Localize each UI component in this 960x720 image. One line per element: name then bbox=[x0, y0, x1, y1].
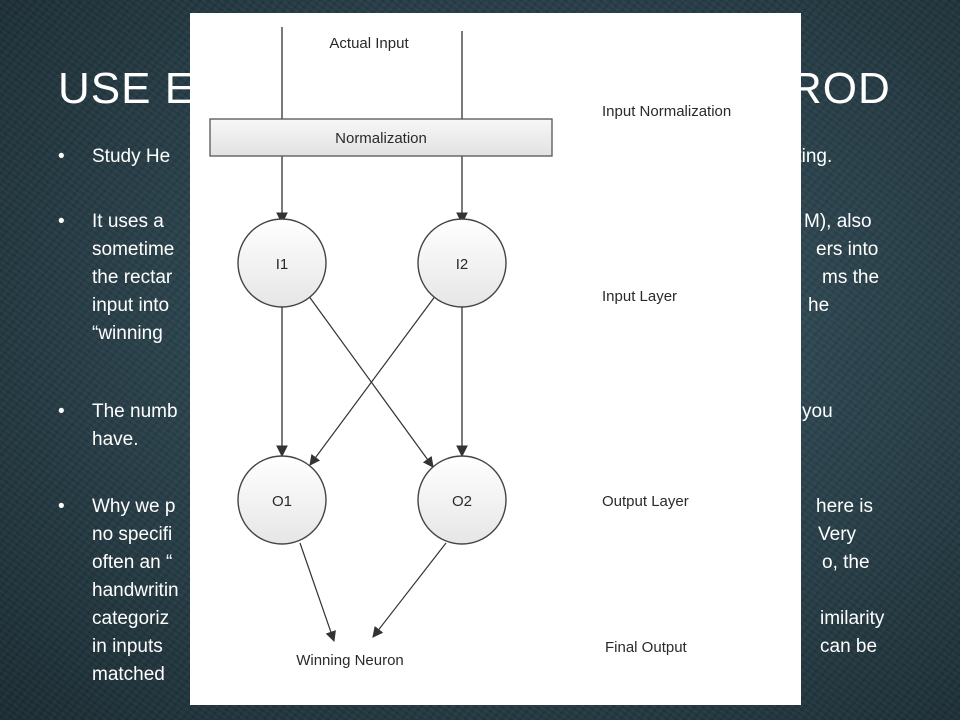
connection-i1-o2 bbox=[307, 294, 434, 468]
bullet-text-line: ms the bbox=[822, 267, 880, 288]
bullet-text-line: sometime bbox=[92, 239, 175, 260]
bullet-text-line: Study He bbox=[92, 146, 171, 167]
bullet-text-line: It uses a bbox=[92, 211, 164, 232]
bullet-text-line: you bbox=[802, 401, 833, 422]
bullet-text-line: input into bbox=[92, 295, 170, 316]
bullet-text-line: here is bbox=[816, 496, 874, 517]
bullet-text-line: he bbox=[808, 295, 830, 316]
bullet-dot: • bbox=[58, 496, 65, 517]
bullet-text-line: have. bbox=[92, 429, 139, 450]
bullet-text-line: M), also bbox=[804, 211, 872, 232]
network-diagram: Actual Input Normalization I1 I2 O1 O2 W… bbox=[190, 13, 801, 705]
neuron-i1-label: I1 bbox=[276, 256, 289, 273]
network-diagram-svg: Actual Input Normalization I1 I2 O1 O2 W… bbox=[209, 27, 731, 669]
bullet-text-line: “winning bbox=[92, 323, 163, 344]
neuron-o2-label: O2 bbox=[452, 493, 472, 510]
neuron-o1 bbox=[237, 455, 327, 545]
neuron-i1 bbox=[237, 218, 327, 308]
slide-title: USE E ROD bbox=[58, 64, 890, 114]
bullet-text-line: matched bbox=[92, 664, 165, 685]
bullet-text-line: Very bbox=[818, 524, 857, 545]
layer-label-input-layer: Input Layer bbox=[602, 288, 677, 305]
neuron-i2 bbox=[417, 218, 507, 308]
connection-o1-winner bbox=[299, 542, 336, 643]
bullet-text-line: imilarity bbox=[820, 608, 885, 629]
bullet-text-line: handwritin bbox=[92, 580, 179, 601]
slide-title-right: ROD bbox=[790, 64, 891, 113]
bullet-text-line: The numb bbox=[92, 401, 178, 422]
layer-label-final-output: Final Output bbox=[605, 639, 688, 656]
layer-label-input-normalization: Input Normalization bbox=[602, 103, 731, 120]
bullet-dot: • bbox=[58, 146, 65, 167]
winning-neuron-label: Winning Neuron bbox=[296, 652, 404, 669]
neuron-i2-label: I2 bbox=[456, 256, 469, 273]
connection-i2-o1 bbox=[309, 294, 437, 466]
bullet-text-line: categoriz bbox=[92, 608, 170, 629]
bullet-text-line: o, the bbox=[822, 552, 870, 573]
bullet-dot: • bbox=[58, 401, 65, 422]
bullet-text-line: ers into bbox=[816, 239, 879, 260]
bullet-text-line: can be bbox=[820, 636, 878, 657]
neuron-o2 bbox=[417, 455, 507, 545]
actual-input-label: Actual Input bbox=[329, 35, 409, 52]
bullet-text-line: often an “ bbox=[92, 552, 173, 573]
slide-title-left: USE E bbox=[58, 64, 196, 113]
layer-label-output-layer: Output Layer bbox=[602, 493, 689, 510]
normalization-box bbox=[209, 118, 553, 157]
neuron-o1-label: O1 bbox=[272, 493, 292, 510]
bullet-text-line: Why we p bbox=[92, 496, 176, 517]
bullet-text-line: the rectar bbox=[92, 267, 173, 288]
bullet-text-line: in inputs bbox=[92, 636, 163, 657]
bullet-text-line: no specifi bbox=[92, 524, 173, 545]
bullet-dot: • bbox=[58, 211, 65, 232]
connection-o2-winner bbox=[372, 542, 447, 638]
normalization-label: Normalization bbox=[335, 130, 427, 147]
